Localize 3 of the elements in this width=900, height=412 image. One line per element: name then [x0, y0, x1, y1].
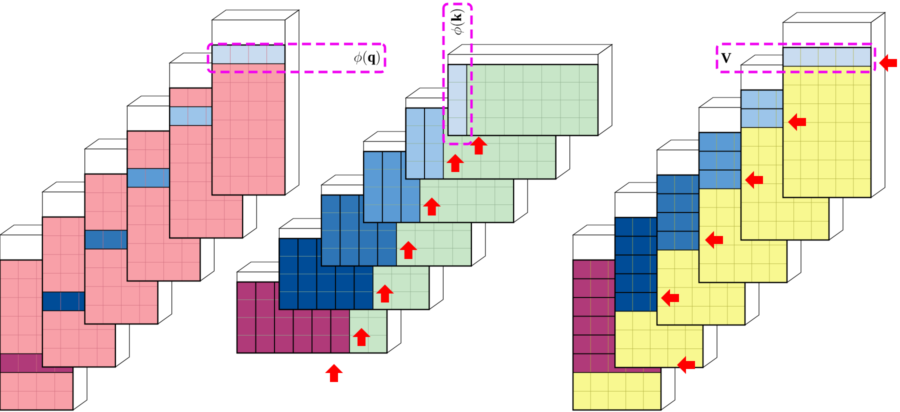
dashed-box: $\mathbf{V}$	[716, 42, 876, 74]
dashed-box: $\phi(\mathbf{k})$	[442, 2, 473, 146]
dashed-box: $\phi(\mathbf{q})$	[206, 42, 386, 74]
